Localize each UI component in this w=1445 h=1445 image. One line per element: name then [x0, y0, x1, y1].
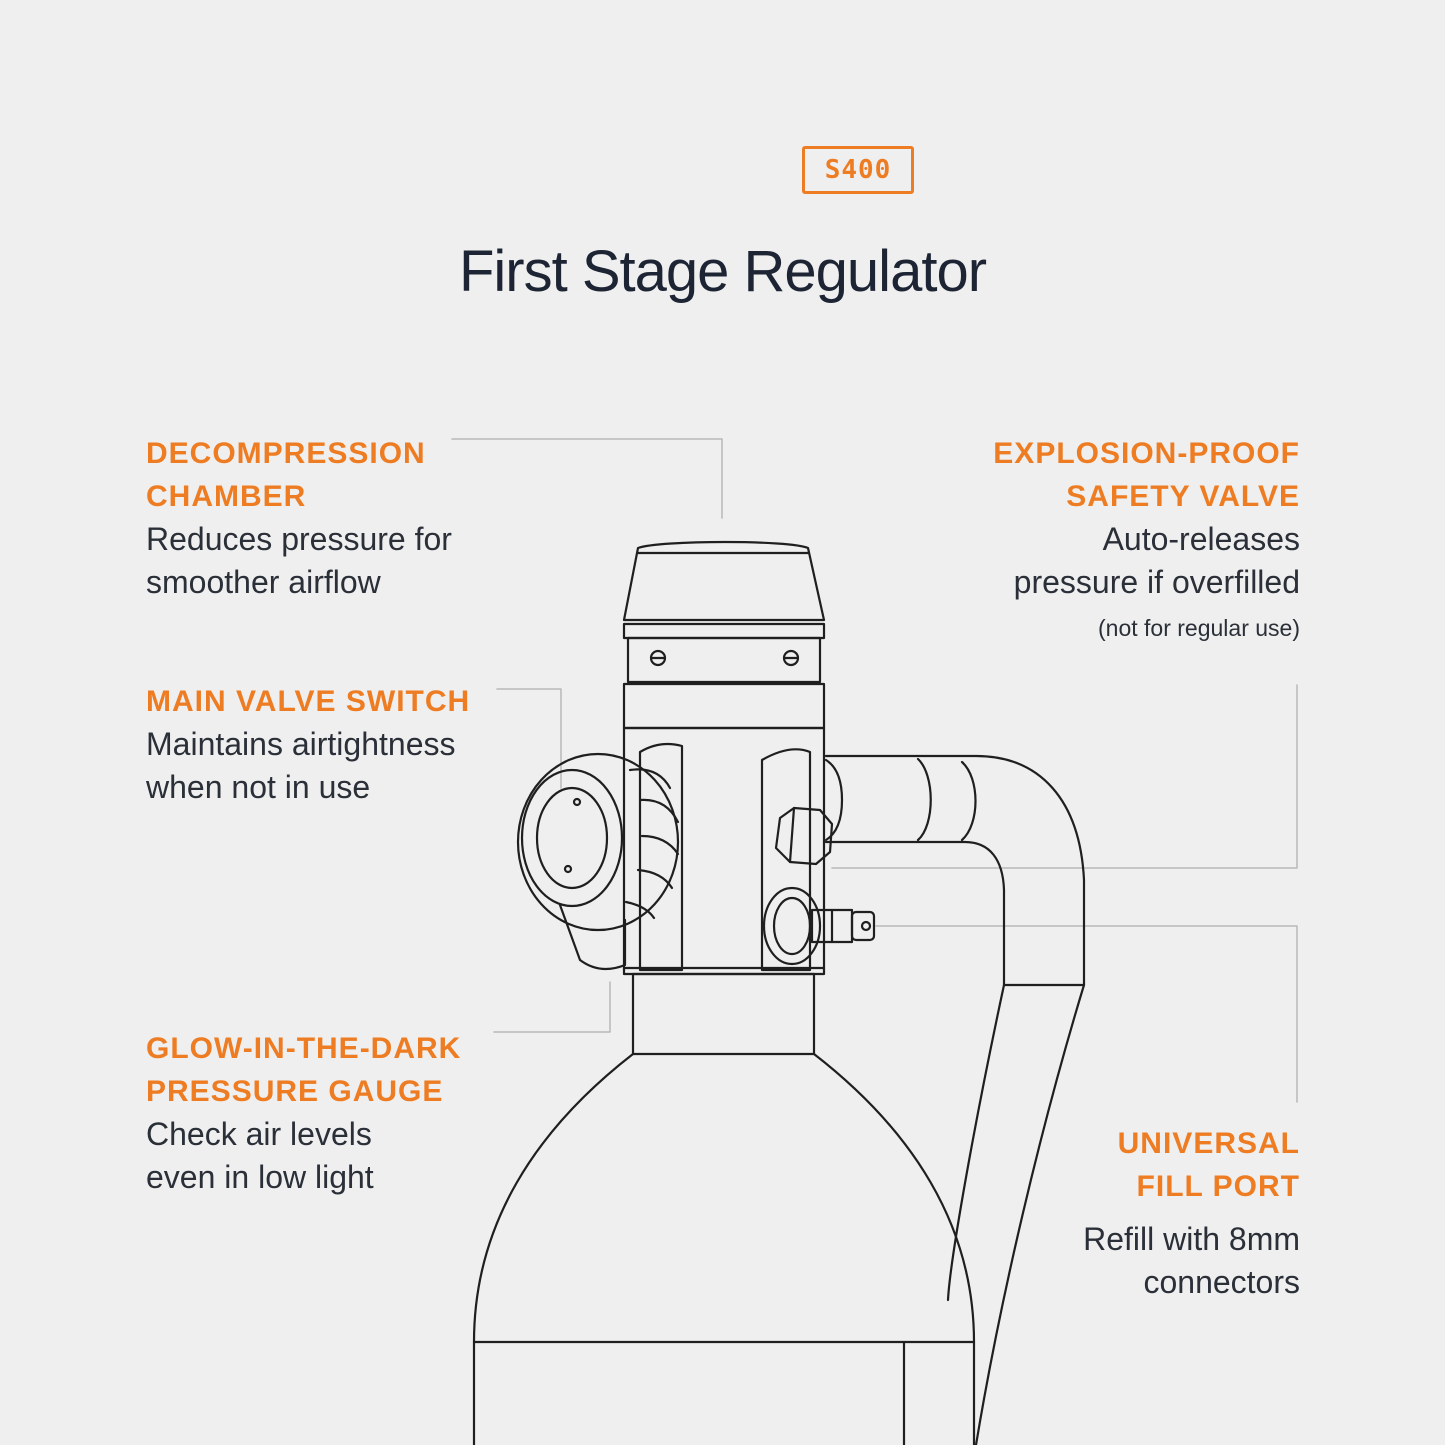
leader-main-valve — [496, 688, 562, 789]
knob-dot-bottom — [563, 864, 573, 874]
cap-dome — [622, 540, 826, 622]
leader-decompression — [451, 438, 723, 519]
knob-body — [516, 752, 680, 932]
callout-note: (not for regular use) — [1098, 615, 1300, 641]
body-block — [622, 726, 826, 976]
cap-band — [626, 636, 822, 684]
body-slot-left — [638, 742, 684, 972]
hose-collar — [916, 757, 932, 842]
hose — [824, 754, 1086, 1445]
callout-main-valve-switch: MAIN VALVE SWITCH Maintains airtightness… — [146, 680, 566, 809]
fill-port-nut-inner — [772, 896, 812, 956]
callout-safety-valve: EXPLOSION-PROOF SAFETY VALVE Auto-releas… — [880, 432, 1300, 652]
fill-port — [762, 886, 876, 966]
callout-heading: DECOMPRESSION CHAMBER — [146, 437, 426, 513]
fill-port-nut — [762, 886, 822, 966]
callout-heading: UNIVERSAL FILL PORT — [1117, 1127, 1300, 1203]
cylinder-shoulder — [472, 1052, 635, 1445]
callout-description: Refill with 8mm connectors — [1083, 1221, 1300, 1300]
callout-pressure-gauge: GLOW-IN-THE-DARK PRESSURE GAUGE Check ai… — [146, 1027, 566, 1199]
hex-nut — [774, 806, 834, 866]
hose-collar-2 — [960, 760, 977, 842]
knob-grip-4 — [636, 868, 674, 890]
knob-dot-top — [572, 797, 582, 807]
callout-description: Check air levels even in low light — [146, 1116, 374, 1195]
leader-fill-port — [875, 925, 1298, 1103]
cap-ring — [622, 622, 826, 640]
knob-lower — [558, 903, 627, 971]
knob-grip-2 — [638, 798, 680, 824]
page-title: First Stage Regulator — [458, 239, 987, 304]
fill-port-tip — [850, 910, 876, 942]
leader-gauge — [493, 981, 611, 1033]
safety-valve — [774, 758, 844, 866]
top-cap — [622, 540, 826, 684]
valve-knob — [516, 752, 680, 971]
hex-nut-edge — [788, 806, 796, 864]
hose-inner — [824, 840, 1006, 1302]
hose-outer — [824, 754, 1086, 1445]
cylinder-neck — [631, 972, 816, 1056]
callout-fill-port: UNIVERSAL FILL PORT Refill with 8mm conn… — [880, 1122, 1300, 1304]
callout-heading: EXPLOSION-PROOF SAFETY VALVE — [993, 437, 1300, 513]
fill-port-hole — [860, 920, 872, 932]
knob-grip-3 — [640, 834, 680, 856]
callout-heading: MAIN VALVE SWITCH — [146, 685, 471, 718]
callout-heading: GLOW-IN-THE-DARK PRESSURE GAUGE — [146, 1032, 462, 1108]
cylinder-shoulder-right — [812, 1052, 976, 1445]
callout-description: Maintains airtightness when not in use — [146, 726, 456, 805]
knob-face-inner — [535, 786, 609, 890]
leader-lines — [451, 438, 1298, 1103]
knob-face — [520, 768, 624, 908]
leader-safety-valve — [831, 684, 1298, 869]
callout-description: Auto-releases pressure if overfilled — [1013, 521, 1300, 600]
knob-grip-1 — [628, 768, 672, 790]
body-collar — [622, 682, 826, 730]
knob-grip-5 — [624, 900, 656, 920]
callout-decompression-chamber: DECOMPRESSION CHAMBER Reduces pressure f… — [146, 432, 566, 604]
regulator-body — [622, 682, 826, 976]
model-badge: S400 — [802, 146, 914, 194]
callout-description: Reduces pressure for smoother airflow — [146, 521, 452, 600]
body-port — [824, 758, 844, 842]
body-slot-right — [760, 748, 812, 972]
